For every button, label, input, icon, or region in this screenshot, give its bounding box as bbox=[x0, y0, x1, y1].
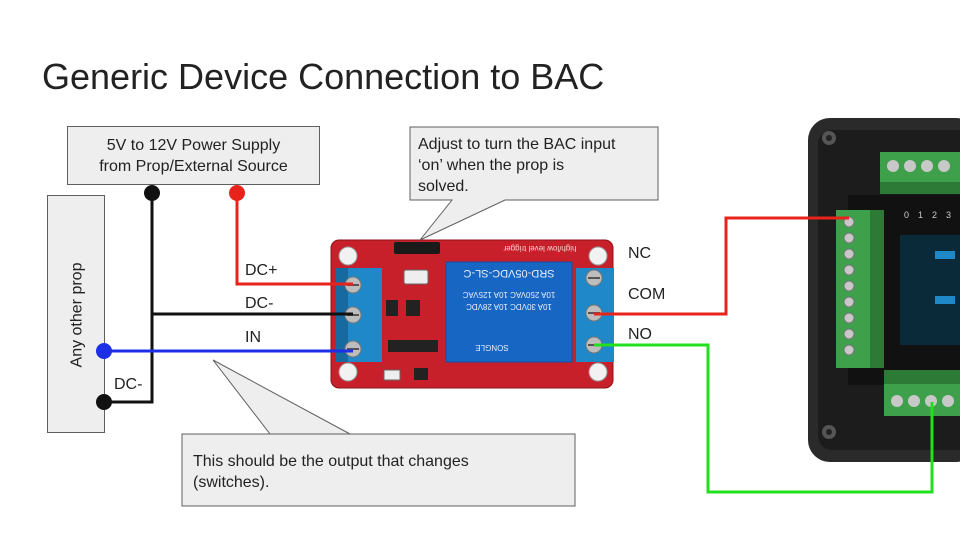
adjust-callout-line1: Adjust to turn the BAC input bbox=[418, 136, 616, 153]
relay-rating-text: 10A 30VDC 10A 28VDC bbox=[466, 302, 552, 311]
page-title: Generic Device Connection to BAC bbox=[42, 56, 605, 97]
prop-box: Any other prop bbox=[47, 195, 105, 433]
adjust-callout-shape bbox=[409, 126, 659, 241]
in-label: IN bbox=[245, 329, 261, 346]
wire-dc-minus bbox=[104, 194, 353, 404]
power-supply-line2: from Prop/External Source bbox=[99, 158, 288, 175]
relay-module: SRD-05VDC-SL-C 10A 250VAC 10A 125VAC 10A… bbox=[330, 239, 614, 389]
output-callout-line2: (switches). bbox=[193, 474, 270, 491]
power-supply-box: 5V to 12V Power Supply from Prop/Externa… bbox=[67, 126, 320, 185]
black-wire-terminal bbox=[144, 185, 160, 201]
no-label: NO bbox=[628, 326, 652, 343]
output-callout-line1: This should be the output that changes bbox=[193, 453, 469, 470]
output-callout-text: This should be the output that changes (… bbox=[193, 451, 469, 493]
relay-header-text: high/low level trigger bbox=[503, 244, 576, 253]
bac-terminal-label: 0 bbox=[904, 210, 909, 220]
dc-plus-label: DC+ bbox=[245, 262, 278, 279]
power-supply-line1: 5V to 12V Power Supply bbox=[106, 137, 281, 154]
adjust-callout-line2: ‘on’ when the prop is bbox=[418, 157, 565, 174]
wire-dc-plus bbox=[235, 194, 353, 286]
bac-terminal-label: 3 bbox=[946, 210, 951, 220]
output-callout-shape bbox=[181, 359, 576, 507]
com-label: COM bbox=[628, 286, 666, 303]
wire-no bbox=[594, 343, 934, 494]
wire-com bbox=[594, 216, 849, 316]
bac-terminal-label: 2 bbox=[932, 210, 937, 220]
bac-terminal-label: 1 bbox=[918, 210, 923, 220]
prop-label: Any other prop bbox=[68, 262, 86, 368]
adjust-callout-text: Adjust to turn the BAC input ‘on’ when t… bbox=[418, 134, 615, 197]
adjust-callout-line3: solved. bbox=[418, 178, 469, 195]
relay-brand-text: SONGLE bbox=[475, 343, 508, 352]
relay-rating-text: 10A 250VAC 10A 125VAC bbox=[462, 290, 555, 299]
bac-controller: 0 1 2 3 bbox=[808, 118, 960, 462]
relay-model-text: SRD-05VDC-SL-C bbox=[463, 267, 554, 279]
prop-dc-minus-label: DC- bbox=[114, 376, 143, 393]
dc-minus-label: DC- bbox=[245, 295, 274, 312]
nc-label: NC bbox=[628, 245, 652, 262]
red-wire-terminal bbox=[229, 185, 245, 201]
